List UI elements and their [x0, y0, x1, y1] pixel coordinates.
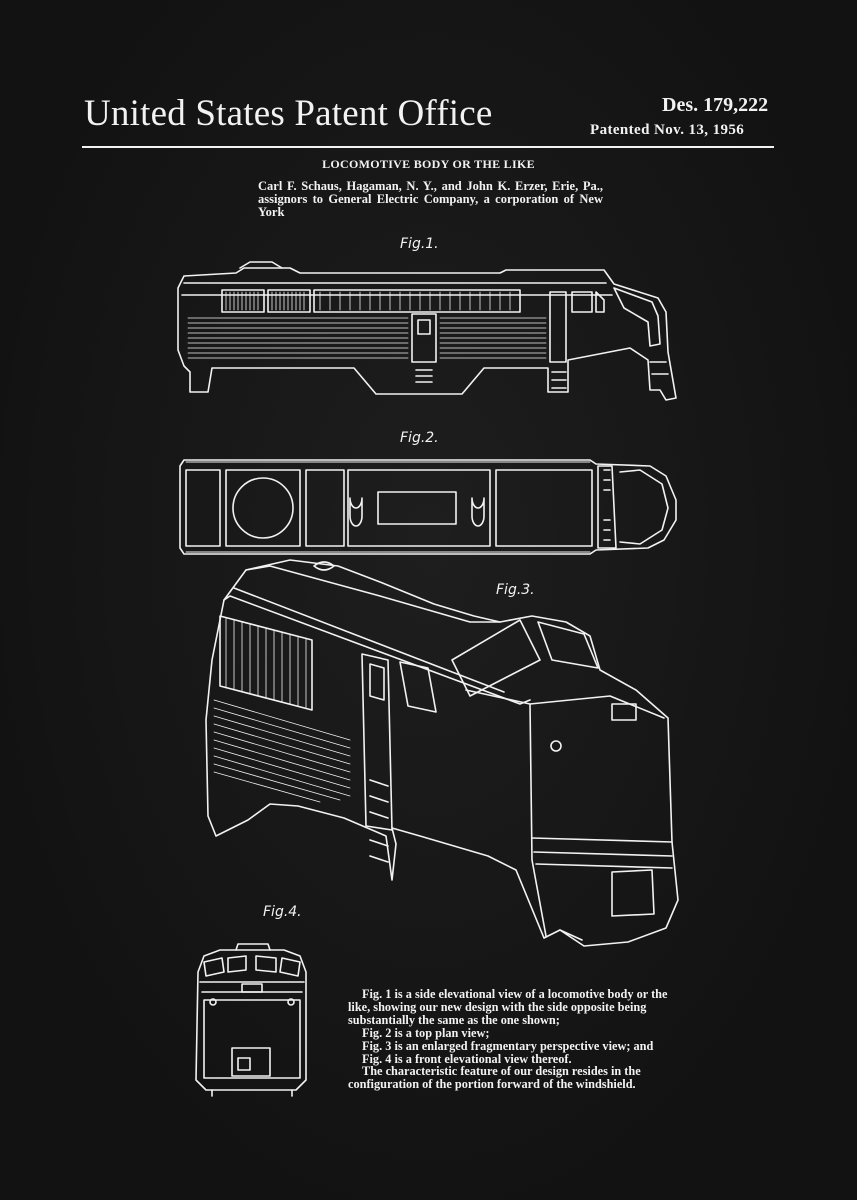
- description-paragraph: Fig. 3 is an enlarged fragmentary perspe…: [362, 1038, 654, 1053]
- description-paragraph: The characteristic feature of our design…: [348, 1064, 641, 1092]
- description-paragraph: Fig. 2 is a top plan view;: [362, 1025, 490, 1040]
- description-paragraph: Fig. 4 is a front elevational view there…: [362, 1051, 572, 1066]
- header-rule: [82, 146, 774, 148]
- fig1-side-elevation-drawing: [177, 261, 677, 401]
- patent-date: Patented Nov. 13, 1956: [590, 122, 745, 138]
- fig3-label: Fig.3.: [496, 582, 535, 598]
- fig2-label: Fig.2.: [400, 430, 439, 446]
- fig4-front-elevation-drawing: [195, 943, 307, 1097]
- design-description: Fig. 1 is a side elevational view of a l…: [348, 988, 688, 1091]
- design-title: LOCOMOTIVE BODY OR THE LIKE: [322, 157, 535, 171]
- patent-number: Des. 179,222: [662, 94, 769, 116]
- inventors-text: Carl F. Schaus, Hagaman, N. Y., and John…: [258, 179, 603, 219]
- fig3-perspective-drawing: [205, 559, 679, 947]
- fig2-top-plan-drawing: [179, 459, 677, 555]
- fig4-label: Fig.4.: [263, 904, 302, 920]
- fig1-label: Fig.1.: [400, 236, 439, 252]
- description-paragraph: Fig. 1 is a side elevational view of a l…: [348, 987, 668, 1027]
- office-title: United States Patent Office: [84, 93, 493, 134]
